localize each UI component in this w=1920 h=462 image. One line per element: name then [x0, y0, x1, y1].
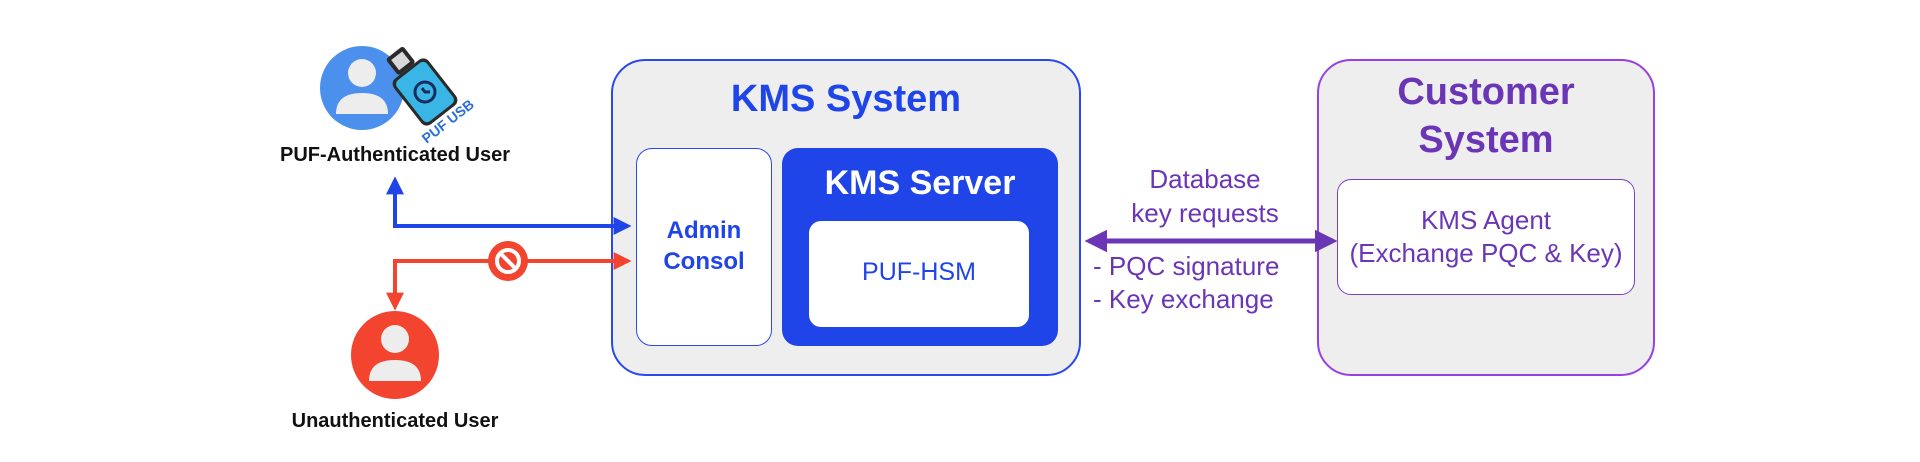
- unauthenticated-user-label: Unauthenticated User: [291, 410, 499, 432]
- kms-system-title: KMS System: [730, 78, 962, 120]
- puf-hsm-label: PUF-HSM: [862, 258, 976, 286]
- auth-user-connector: [386, 176, 632, 235]
- link-item-key-exchange: - Key exchange: [1093, 284, 1274, 314]
- authenticated-user-label: PUF-Authenticated User: [279, 144, 511, 166]
- admin-console-label: Admin Consol: [663, 217, 745, 275]
- puf-hsm-box: [809, 221, 1029, 327]
- customer-system-title: Customer System: [1397, 71, 1575, 161]
- kms-server-label: KMS Server: [824, 164, 1016, 202]
- unauth-user-connector: [386, 252, 632, 311]
- kms-agent-box: [1337, 179, 1635, 295]
- blocked-icon: [488, 241, 528, 281]
- authenticated-user-avatar: [320, 46, 404, 130]
- admin-console-box: [636, 148, 772, 346]
- link-item-pqc-signature: - PQC signature: [1093, 251, 1280, 281]
- kms-agent-label: KMS Agent (Exchange PQC & Key): [1349, 205, 1623, 268]
- unauthenticated-user-avatar: [351, 311, 439, 399]
- link-label: Database key requests: [1131, 164, 1279, 228]
